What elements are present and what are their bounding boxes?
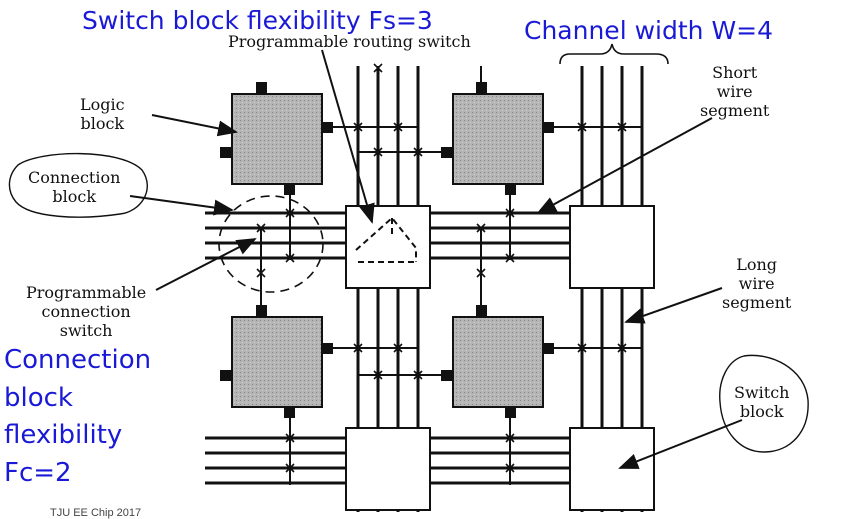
logic-block-bottom-left <box>220 305 333 418</box>
connection-switch-marks <box>256 63 627 473</box>
switch-block-bottom-right <box>569 427 655 511</box>
channel-width-title: Channel width W=4 <box>524 16 774 45</box>
logic-block-bottom-right <box>441 305 554 418</box>
switch-block-right <box>569 205 655 289</box>
switch-block-flexibility-title: Switch block flexibility Fs=3 <box>82 6 433 35</box>
channel-width-brace <box>559 43 669 65</box>
switch-block-label-outline <box>719 354 809 453</box>
arrow-logic-block <box>151 114 238 137</box>
arrow-connection-block <box>129 195 234 216</box>
switch-block-center <box>345 205 431 289</box>
switch-block-bottom-center <box>345 427 431 511</box>
prog-routing-switch-label: Programmable routing switch <box>228 32 471 51</box>
connection-pins <box>260 66 642 485</box>
logic-block-top-right <box>441 82 554 195</box>
connection-block-flexibility-text: Connection block flexibility Fc=2 <box>4 345 152 489</box>
arrow-switch-block <box>618 419 743 469</box>
arrow-short-wire <box>536 117 713 214</box>
logic-block-top-left <box>220 82 333 195</box>
arrow-prog-connection-switch <box>155 238 257 291</box>
arrow-routing-switch <box>321 49 375 224</box>
footer-credit: TJU EE Chip 2017 <box>50 507 142 519</box>
connection-block-highlight <box>218 195 324 293</box>
arrow-long-wire <box>624 287 723 324</box>
connection-block-label-outline <box>8 152 148 218</box>
